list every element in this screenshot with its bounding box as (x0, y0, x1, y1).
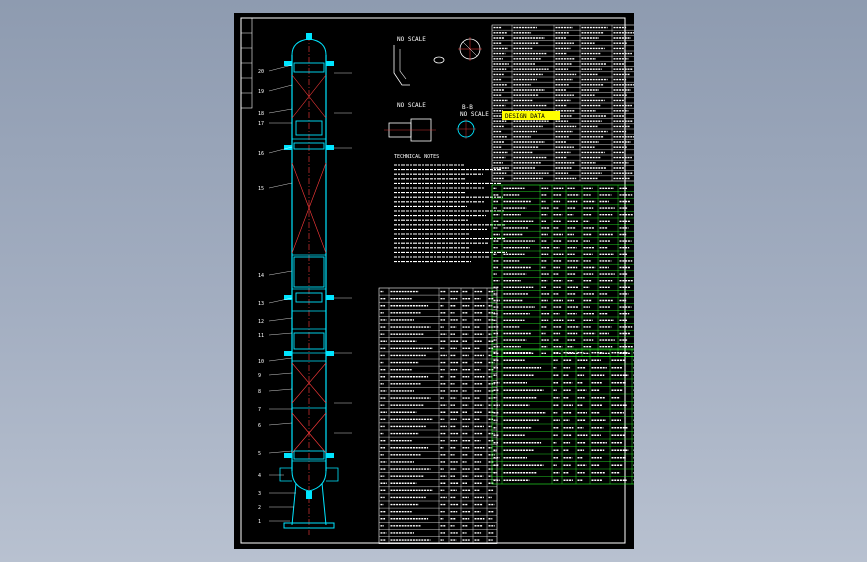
design-data-table (491, 24, 634, 182)
part-number-label: 19 (258, 89, 264, 95)
part-number-label: 13 (258, 301, 264, 307)
sheet-border (240, 17, 626, 544)
binding-strip-lines (241, 32, 252, 94)
part-number-label: 5 (258, 451, 261, 457)
detail-no-scale: NO SCALE (397, 102, 426, 109)
nozzle-schedule-table (491, 184, 634, 357)
part-number-label: 16 (258, 151, 264, 157)
part-number-label: 12 (258, 319, 264, 325)
part-number-label: 14 (258, 273, 264, 279)
detail-views (384, 37, 482, 142)
leader-lines (268, 64, 352, 522)
part-number-label: 11 (258, 333, 264, 339)
view-b-no-scale: NO SCALE (460, 111, 489, 118)
part-number-label: 18 (258, 111, 264, 117)
view-b-title: B-B (462, 104, 473, 111)
part-number-label: 2 (258, 505, 261, 511)
part-number-label: 6 (258, 423, 261, 429)
highlight-text: DESIGN DATA (505, 113, 545, 120)
part-number-label: 8 (258, 389, 261, 395)
parts-list-right (491, 348, 634, 485)
part-number-label: 10 (258, 359, 264, 365)
part-numbers: 20 19 18 17 16 15 14 13 12 11 10 9 8 7 6 5 4 3 2 1 (258, 69, 264, 525)
part-number-label: 17 (258, 121, 264, 127)
drawing-canvas: 20 19 18 17 16 15 14 13 12 11 10 9 8 7 6 5 4 3 2 1 (240, 17, 634, 544)
part-number-label: 1 (258, 519, 261, 525)
part-number-label: 3 (258, 491, 261, 497)
part-number-label: 9 (258, 373, 261, 379)
column-vessel (279, 33, 339, 535)
view-a-no-scale: NO SCALE (397, 36, 426, 43)
notes-title: TECHNICAL NOTES (394, 154, 439, 160)
highlight-cell (502, 111, 560, 120)
drawing-sheet[interactable]: 20 19 18 17 16 15 14 13 12 11 10 9 8 7 6 5 4 3 2 1 (234, 13, 634, 549)
part-number-label: 15 (258, 186, 264, 192)
part-number-label: 7 (258, 407, 261, 413)
technical-notes-text (394, 164, 507, 263)
parts-list-left (378, 287, 498, 544)
part-number-label: 4 (258, 473, 261, 479)
part-number-label: 20 (258, 69, 264, 75)
